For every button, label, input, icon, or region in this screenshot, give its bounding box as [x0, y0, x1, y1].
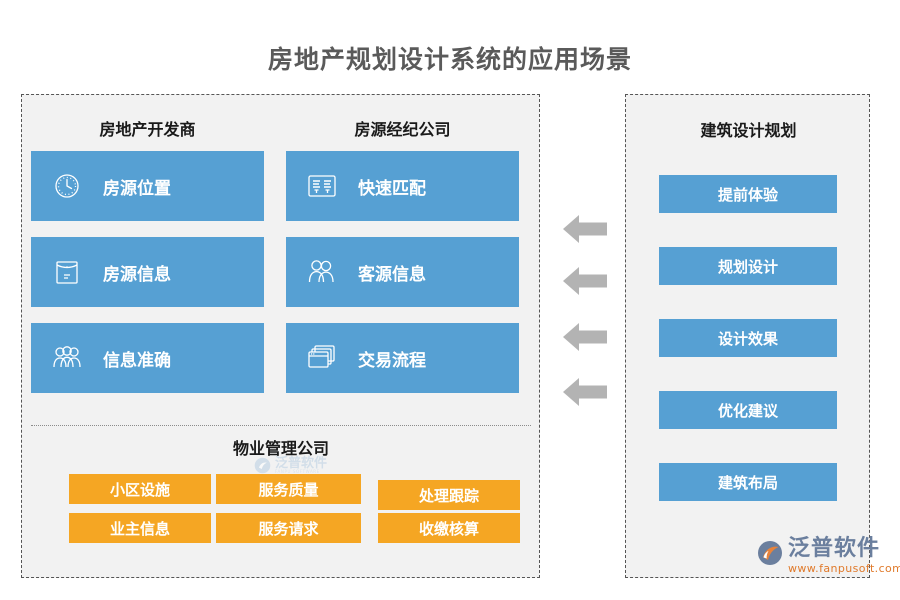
card-label: 提前体验 — [717, 185, 778, 204]
card-client-info[interactable]: 客源信息 — [286, 237, 519, 307]
watermark-mark — [254, 457, 271, 474]
card-label: 收缴核算 — [418, 519, 479, 538]
card-label: 业主信息 — [109, 519, 170, 538]
card-optimization-advice[interactable]: 优化建议 — [659, 391, 837, 429]
card-label: 建筑布局 — [717, 473, 778, 492]
card-accurate-info[interactable]: 信息准确 — [31, 323, 264, 393]
document-list-icon — [286, 173, 358, 199]
card-transaction-flow[interactable]: 交易流程 — [286, 323, 519, 393]
card-label: 设计效果 — [717, 329, 778, 348]
card-housing-info[interactable]: 房源信息 — [31, 237, 264, 307]
flow-arrow-3 — [563, 323, 607, 351]
card-label: 客源信息 — [358, 264, 426, 285]
card-fee-accounting[interactable]: 收缴核算 — [378, 513, 520, 543]
section-divider — [31, 425, 531, 426]
heading-agency: 房源经纪公司 — [354, 120, 451, 139]
left-panel: 房地产开发商 房源经纪公司 房源位置 房源 — [21, 94, 540, 578]
card-label: 信息准确 — [103, 350, 171, 371]
card-label: 房源位置 — [103, 178, 171, 199]
card-owner-info[interactable]: 业主信息 — [69, 513, 211, 543]
card-early-experience[interactable]: 提前体验 — [659, 175, 837, 213]
clock-icon — [31, 171, 103, 201]
logo-main-text: 泛普软件 — [788, 536, 881, 561]
card-label: 交易流程 — [358, 350, 426, 371]
card-planning-design[interactable]: 规划设计 — [659, 247, 837, 285]
right-panel: 建筑设计规划 提前体验 规划设计 设计效果 优化建议 建筑布局 — [625, 94, 870, 578]
card-label: 服务质量 — [258, 480, 319, 499]
card-label: 处理跟踪 — [418, 486, 479, 505]
card-label: 小区设施 — [109, 480, 170, 499]
card-label: 优化建议 — [717, 401, 778, 420]
card-label: 房源信息 — [103, 264, 171, 285]
card-building-layout[interactable]: 建筑布局 — [659, 463, 837, 501]
envelope-icon — [31, 257, 103, 287]
windows-icon — [286, 344, 358, 372]
logo-sub-text: www.fanpusoft.com — [788, 562, 900, 575]
heading-developer: 房地产开发商 — [99, 120, 196, 139]
card-process-tracking[interactable]: 处理跟踪 — [378, 480, 520, 510]
card-fast-match[interactable]: 快速匹配 — [286, 151, 519, 221]
card-community-facility[interactable]: 小区设施 — [69, 474, 211, 504]
card-service-quality[interactable]: 服务质量 — [216, 474, 361, 504]
card-label: 服务请求 — [258, 519, 319, 538]
flow-arrow-4 — [563, 378, 607, 406]
brand-logo: 泛普软件 www.fanpusoft.com — [757, 538, 900, 574]
logo-mark-icon — [758, 541, 782, 565]
people-icon — [286, 257, 358, 287]
heading-architecture-design: 建筑设计规划 — [700, 121, 797, 140]
card-label: 快速匹配 — [358, 178, 426, 199]
page-title: 房地产规划设计系统的应用场景 — [267, 45, 632, 74]
flow-arrow-1 — [563, 215, 607, 243]
card-service-request[interactable]: 服务请求 — [216, 513, 361, 543]
people-icon — [31, 344, 103, 372]
center-watermark: 泛普软件 FANPU SOFTWARE — [254, 457, 327, 474]
card-housing-location[interactable]: 房源位置 — [31, 151, 264, 221]
card-design-effect[interactable]: 设计效果 — [659, 319, 837, 357]
flow-arrow-2 — [563, 267, 607, 295]
heading-property-mgmt: 物业管理公司 — [232, 439, 329, 458]
card-label: 规划设计 — [717, 257, 778, 276]
